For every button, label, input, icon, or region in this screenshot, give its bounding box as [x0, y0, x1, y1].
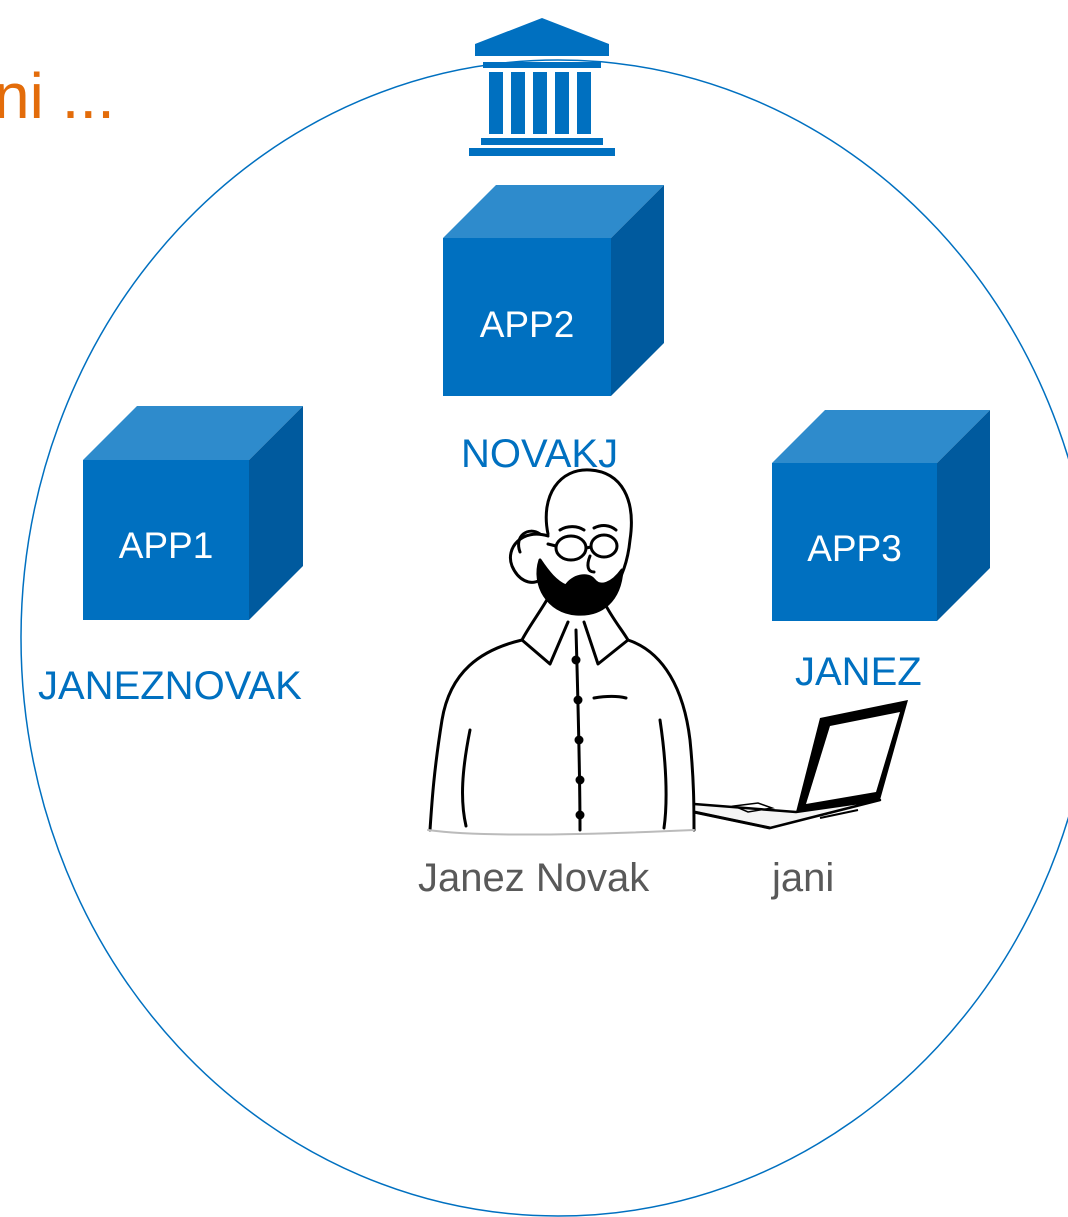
app1-username: JANEZNOVAK	[38, 664, 302, 708]
app2-label: APP2	[479, 304, 575, 345]
app1-cube[interactable]	[83, 406, 303, 620]
page-title: ni ...	[0, 60, 115, 132]
app1-label: APP1	[118, 525, 214, 566]
bearded-man-icon	[427, 468, 696, 836]
app2-username: NOVAKJ	[461, 432, 619, 476]
laptop-icon	[692, 700, 908, 830]
app3-username: JANEZ	[795, 650, 922, 694]
bank-building-icon	[469, 18, 615, 156]
app3-label: APP3	[807, 528, 902, 569]
app2-cube[interactable]	[443, 185, 664, 396]
domain-circle	[20, 59, 1068, 1217]
person-name: Janez Novak	[418, 856, 650, 900]
laptop-name: jani	[772, 856, 835, 900]
app3-cube[interactable]	[772, 410, 990, 621]
